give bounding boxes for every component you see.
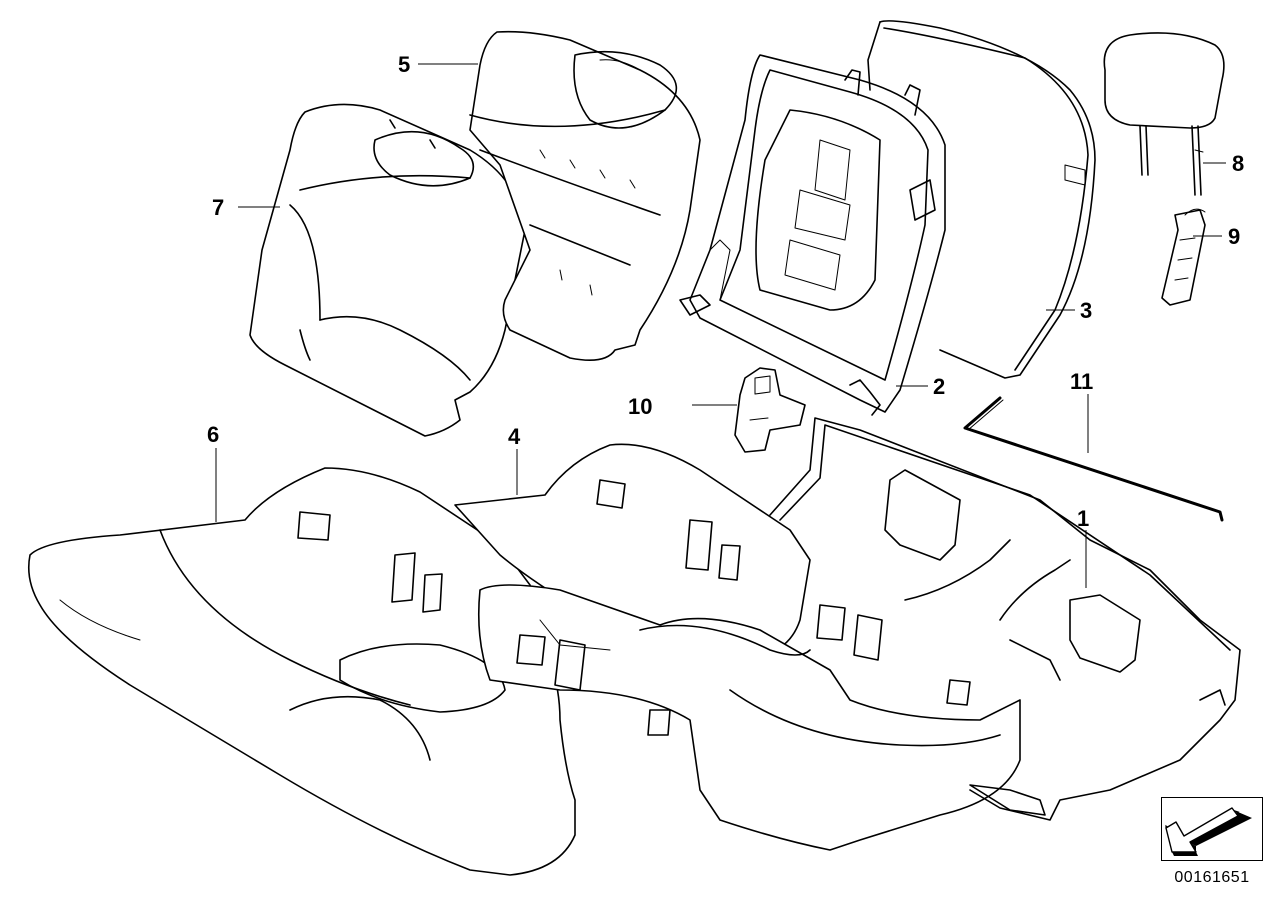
callout-10[interactable]: 10: [628, 394, 652, 419]
document-id: 00161651: [1174, 869, 1250, 886]
callout-3[interactable]: 3: [1080, 298, 1092, 323]
part-11-rod[interactable]: [963, 396, 1224, 522]
callout-5[interactable]: 5: [398, 52, 410, 77]
part-3-wire-frame[interactable]: [867, 20, 1096, 379]
callout-labels: 5 7 3 2 8 9 10 11 1 4 6: [207, 52, 1244, 531]
callout-2[interactable]: 2: [933, 374, 945, 399]
callout-8[interactable]: 8: [1232, 151, 1244, 176]
callout-6[interactable]: 6: [207, 422, 219, 447]
callout-4[interactable]: 4: [508, 424, 521, 449]
part-6-seat-cover[interactable]: [27, 467, 576, 876]
leader-lines: [215, 63, 1226, 588]
part-1-seat-frame[interactable]: [769, 417, 1241, 821]
part-7-backrest-cover-left[interactable]: [249, 103, 526, 437]
callout-9[interactable]: 9: [1228, 224, 1240, 249]
nav-arrow-button[interactable]: [1161, 797, 1263, 861]
part-9-headrest-guide[interactable]: [1161, 208, 1206, 306]
arrow-down-left-icon: [1165, 807, 1252, 856]
callout-1[interactable]: 1: [1077, 506, 1089, 531]
part-8-headrest[interactable]: [1103, 32, 1225, 196]
callout-11[interactable]: 11: [1070, 369, 1093, 394]
part-2-backrest-frame[interactable]: [679, 54, 946, 416]
part-4-seat-pad[interactable]: [454, 443, 1021, 851]
callout-7[interactable]: 7: [212, 195, 224, 220]
part-10-bracket[interactable]: [734, 367, 806, 453]
part-5-backrest-pad[interactable]: [469, 30, 701, 361]
